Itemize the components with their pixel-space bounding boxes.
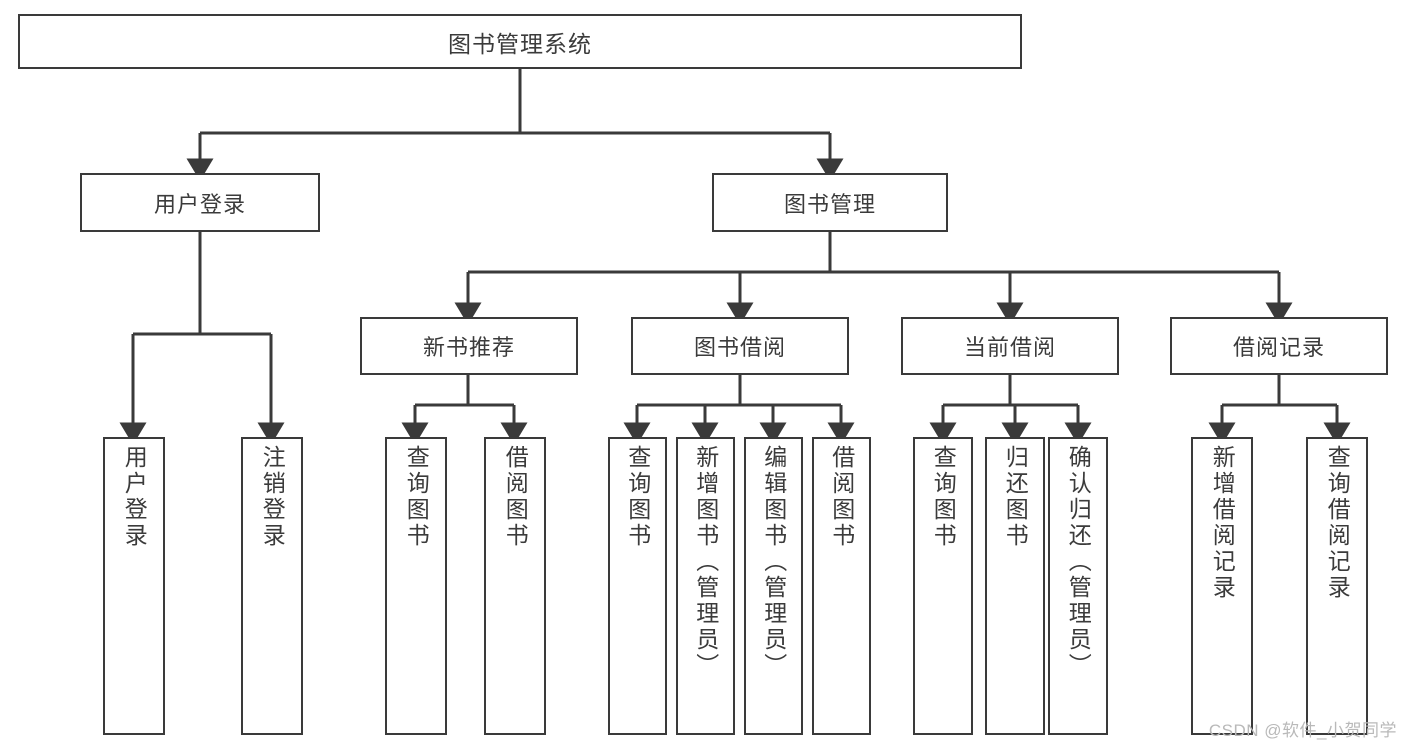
leaf-add-borrow-record[interactable]: 新增借阅记录	[1191, 437, 1253, 735]
node-user-login[interactable]: 用户登录	[80, 173, 320, 232]
node-new-book-recommend[interactable]: 新书推荐	[360, 317, 578, 375]
leaf-return-book[interactable]: 归还图书	[985, 437, 1045, 735]
leaf-borrow-book-recommend[interactable]: 借阅图书	[484, 437, 546, 735]
node-label: 用户登录	[153, 191, 246, 217]
leaf-label: 查询图书	[930, 445, 957, 549]
leaf-label: 确认归还（管理员）	[1065, 445, 1092, 679]
leaf-label: 借阅图书	[502, 445, 529, 549]
leaf-label: 查询图书	[624, 445, 651, 549]
leaf-label: 查询图书	[403, 445, 430, 549]
node-label: 新书推荐	[422, 335, 515, 360]
leaf-label: 编辑图书（管理员）	[760, 445, 787, 679]
node-label: 图书管理	[783, 191, 876, 217]
csdn-watermark: CSDN @软件_小贺同学	[1208, 721, 1397, 740]
node-label: 当前借阅	[963, 335, 1056, 360]
leaf-label: 用户登录	[121, 445, 148, 549]
leaf-label: 查询借阅记录	[1324, 445, 1351, 601]
node-label: 图书管理系统	[448, 30, 592, 57]
leaf-label: 借阅图书	[828, 445, 855, 549]
leaf-query-book-current[interactable]: 查询图书	[913, 437, 973, 735]
leaf-label: 新增图书（管理员）	[692, 445, 719, 679]
node-current-borrow[interactable]: 当前借阅	[901, 317, 1119, 375]
node-book-management[interactable]: 图书管理	[712, 173, 948, 232]
leaf-logout-login[interactable]: 注销登录	[241, 437, 303, 735]
leaf-borrow-book[interactable]: 借阅图书	[812, 437, 871, 735]
leaf-confirm-return-admin[interactable]: 确认归还（管理员）	[1048, 437, 1108, 735]
leaf-edit-book-admin[interactable]: 编辑图书（管理员）	[744, 437, 803, 735]
leaf-user-login[interactable]: 用户登录	[103, 437, 165, 735]
node-label: 借阅记录	[1232, 335, 1325, 360]
leaf-label: 新增借阅记录	[1209, 445, 1236, 601]
leaf-label: 注销登录	[259, 445, 286, 549]
leaf-query-book-recommend[interactable]: 查询图书	[385, 437, 447, 735]
node-borrow-record[interactable]: 借阅记录	[1170, 317, 1388, 375]
leaf-add-book-admin[interactable]: 新增图书（管理员）	[676, 437, 735, 735]
leaf-query-borrow-record[interactable]: 查询借阅记录	[1306, 437, 1368, 735]
node-book-borrow[interactable]: 图书借阅	[631, 317, 849, 375]
leaf-query-book-borrow[interactable]: 查询图书	[608, 437, 667, 735]
leaf-label: 归还图书	[1002, 445, 1029, 549]
node-label: 图书借阅	[693, 335, 786, 360]
node-root-book-management-system[interactable]: 图书管理系统	[18, 14, 1022, 69]
